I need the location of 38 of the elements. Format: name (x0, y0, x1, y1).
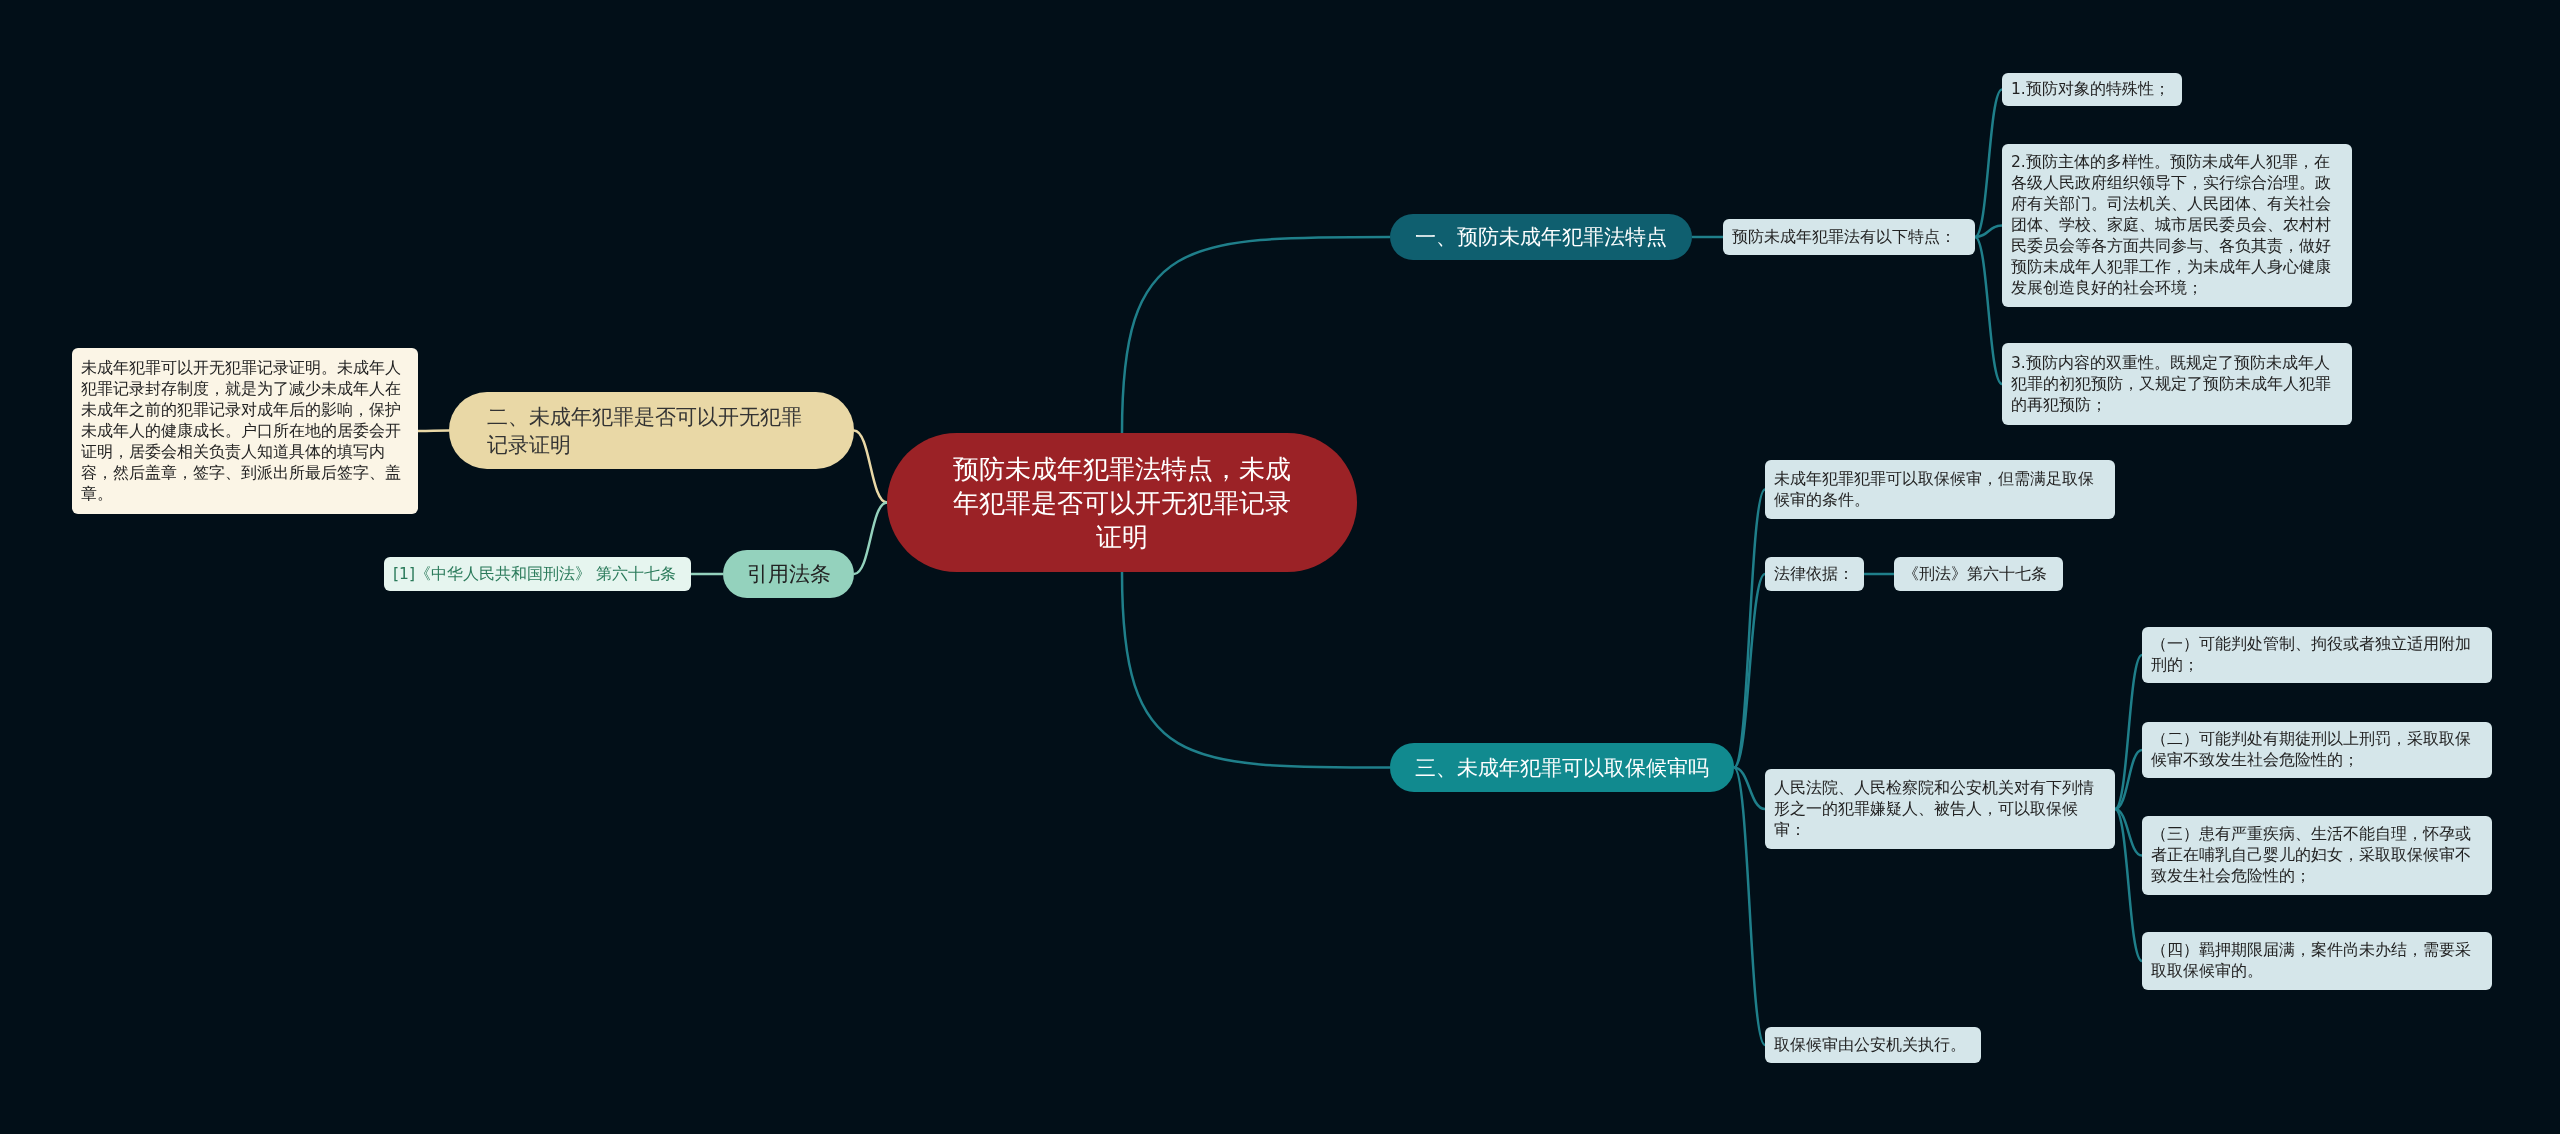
subtopic-box: （二）可能判处有期徒刑以上刑罚，采取取保候审不致发生社会危险性的； (2142, 722, 2492, 778)
subtopic-box: 未成年犯罪犯罪可以取保候审，但需满足取保候审的条件。 (1765, 460, 2115, 519)
subtopic-box: 1.预防对象的特殊性； (2002, 73, 2182, 106)
connector-line (1974, 224, 2003, 239)
subtopic-box: （三）患有严重疾病、生活不能自理，怀孕或者正在哺乳自己婴儿的妇女，采取取保候审不致发生社会危险性的； (2142, 816, 2492, 895)
connector-line (1733, 766, 1766, 811)
connector-line (1120, 235, 1390, 434)
connector-line (2114, 748, 2143, 811)
connector-line (2114, 807, 2143, 857)
connector-line (1732, 766, 1767, 1046)
subtopic-box: 预防未成年犯罪法有以下特点： (1723, 219, 1975, 255)
connector-line (1864, 572, 1894, 576)
subtopic-box: 未成年犯罪可以开无犯罪记录证明。未成年人犯罪记录封存制度，就是为了减少未成年人在未成年之前的犯罪记录对成年后的影响，保护未成年人的健康成长。户口所在地的居委会开证明，居委会相关负责人知道具体的填写内容，然后盖章，签字、到派出所最后签字、盖章。 (72, 348, 418, 514)
branch-topic: 一、预防未成年犯罪法特点 (1390, 214, 1692, 260)
connector-line (2114, 808, 2143, 962)
connector-line (1974, 236, 2003, 385)
connector-line (853, 501, 888, 576)
subtopic-box: [1]《中华人民共和国刑法》 第六十七条 (384, 557, 691, 591)
branch-topic: 引用法条 (723, 550, 854, 598)
subtopic-box: 2.预防主体的多样性。预防未成年人犯罪，在各级人民政府组织领导下，实行综合治理。政府有关部门。司法机关、人民团体、有关社会团体、学校、家庭、城市居民委员会、农村村民委员会等各方面共同参与、各负其责，做好预防未成年人犯罪工作，为未成年人身心健康发展创造良好的社会环境； (2002, 144, 2352, 307)
connector-line (418, 429, 449, 433)
connector-line (691, 572, 723, 576)
subtopic-box: 人民法院、人民检察院和公安机关对有下列情形之一的犯罪嫌疑人、被告人，可以取保候审： (1765, 769, 2115, 849)
branch-topic: 三、未成年犯罪可以取保候审吗 (1390, 743, 1734, 792)
connector-line (1974, 88, 2003, 238)
subtopic-box: 法律依据： (1765, 557, 1864, 591)
connector-line (1733, 573, 1766, 769)
subtopic-box: 取保候审由公安机关执行。 (1765, 1027, 1981, 1063)
central-topic: 预防未成年犯罪法特点，未成年犯罪是否可以开无犯罪记录证明 (887, 433, 1357, 572)
subtopic-box: 3.预防内容的双重性。既规定了预防未成年人犯罪的初犯预防，又规定了预防未成年人犯罪的再犯预防； (2002, 343, 2352, 425)
connector-line (2114, 654, 2143, 810)
subtopic-box: （一）可能判处管制、拘役或者独立适用附加刑的； (2142, 627, 2492, 683)
subtopic-box: 《刑法》第六十七条 (1894, 557, 2063, 591)
connector-line (1692, 235, 1723, 239)
connector-line (853, 429, 888, 504)
branch-topic: 二、未成年犯罪是否可以开无犯罪记录证明 (449, 392, 854, 469)
subtopic-box: （四）羁押期限届满，案件尚未办结，需要采取取保候审的。 (2142, 932, 2492, 990)
connector-line (1120, 571, 1390, 769)
